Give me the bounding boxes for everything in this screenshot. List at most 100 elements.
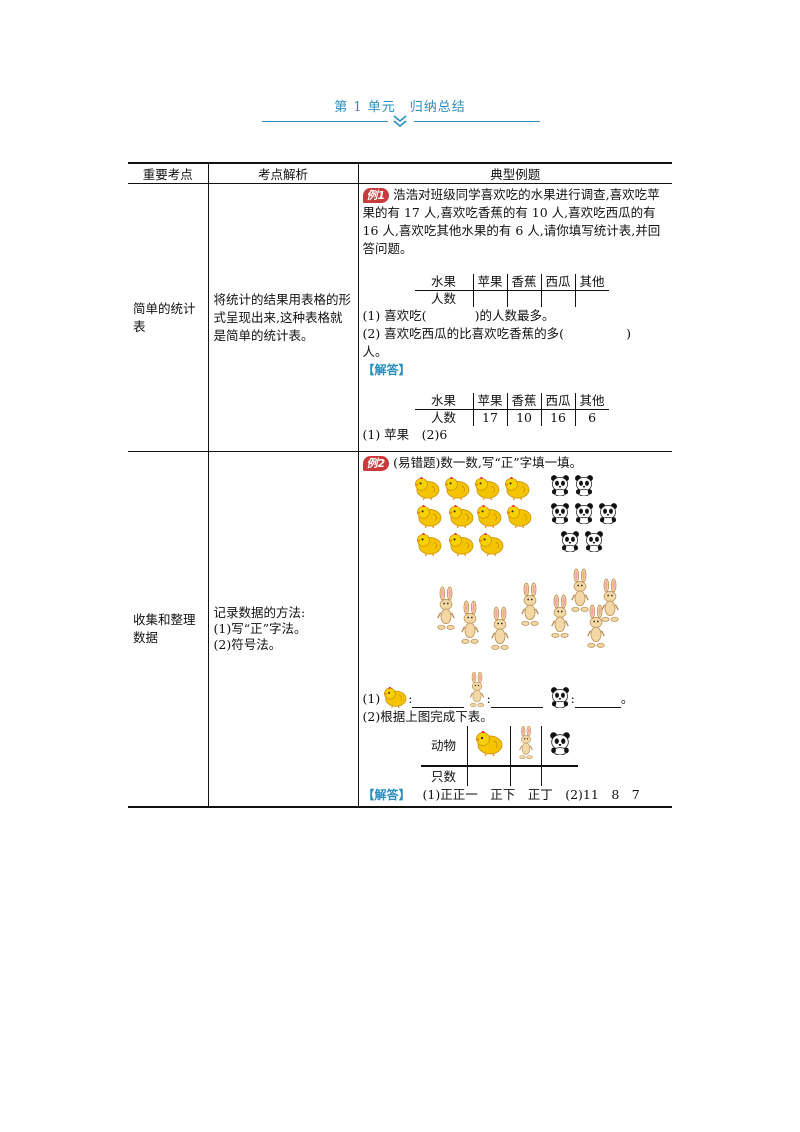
question-text: (易错题)数一数,写“正”字填一填。 (393, 455, 583, 470)
animal-cell (540, 726, 578, 767)
rabbit-icon (489, 606, 511, 652)
count-blank-cell[interactable] (540, 765, 578, 786)
rabbit-icon (549, 594, 571, 640)
stat-blank-cell[interactable] (472, 290, 508, 307)
animal-picture (363, 474, 669, 672)
answer-label: 【解答】 (362, 363, 411, 377)
example-badge: 例2 (362, 456, 390, 471)
point-text: 简单的统计表 (133, 300, 196, 334)
answer-header-cell: 水果 (414, 393, 474, 410)
col-header-point: 重要考点 (128, 162, 208, 184)
chick-icon (473, 476, 501, 500)
chick-icon (382, 686, 408, 708)
chick-icon (415, 504, 443, 528)
answer-cell: 17 (472, 409, 508, 426)
count-row-label: 只数 (420, 765, 468, 786)
chick-icon (415, 532, 443, 556)
stat-header-cell: 香蕉 (506, 274, 542, 291)
count-question: (1) : : :。 (363, 672, 669, 708)
panda-icon (549, 502, 571, 524)
animal-cell (466, 726, 511, 767)
analysis-item: (2)符号法。 (213, 637, 282, 652)
rabbit-icon (599, 578, 621, 624)
stat-blank-cell[interactable] (506, 290, 542, 307)
stat-blank-cell[interactable] (540, 290, 576, 307)
question-block: 例2(易错题)数一数,写“正”字填一填。 (362, 454, 669, 472)
chick-icon (503, 476, 531, 500)
rabbit-icon (519, 582, 541, 628)
analysis-item: (1)写“正”字法。 (213, 621, 307, 636)
point-cell: 收集和整理数据 (128, 451, 208, 808)
answer-cell: 人数 (414, 409, 474, 426)
col-header-analysis: 考点解析 (207, 162, 358, 184)
rabbit-icon (468, 672, 486, 708)
answer-line: 【解答】 (1)正正一 正下 正丁 (2)11 8 7 (363, 786, 669, 804)
answer-header-cell: 苹果 (472, 393, 508, 410)
panda-icon (573, 474, 595, 496)
stat-row-label: 人数 (414, 290, 474, 307)
answer-text: (1) 苹果 (2)6 (362, 427, 448, 442)
question-text: 浩浩对班级同学喜欢吃的水果进行调查,喜欢吃苹果的有 17 人,喜欢吃香蕉的有 1… (362, 187, 661, 256)
answer-header-cell: 香蕉 (506, 393, 542, 410)
col-header-example: 典型例题 (357, 162, 672, 184)
answer-text: (1)正正一 正下 正丁 (2)11 8 7 (422, 787, 640, 802)
chick-icon (474, 730, 504, 756)
analysis-cell: 将统计的结果用表格的形式呈现出来,这种表格就是简单的统计表。 (207, 183, 358, 452)
rabbit-count-blank[interactable] (490, 695, 543, 708)
analysis-text: 将统计的结果用表格的形式呈现出来,这种表格就是简单的统计表。 (213, 291, 352, 343)
answer-label: 【解答】 (362, 788, 411, 802)
chick-count-blank[interactable] (412, 695, 465, 708)
stat-table: 水果 苹果 香蕉 西瓜 其他 人数 (414, 274, 609, 307)
panda-icon (583, 530, 605, 552)
answer-header-cell: 西瓜 (540, 393, 576, 410)
rabbit-icon (459, 600, 481, 646)
point-text: 收集和整理数据 (133, 612, 196, 645)
answer-cell: 16 (540, 409, 576, 426)
stat-header-cell: 苹果 (472, 274, 508, 291)
double-chevron-icon (393, 115, 407, 128)
chick-icon (447, 504, 475, 528)
stat-blank-cell[interactable] (574, 290, 609, 307)
panda-icon (549, 686, 571, 708)
panda-icon (549, 474, 571, 496)
example-badge: 例1 (362, 188, 390, 203)
sub-question-2: (2) 喜欢吃西瓜的比喜欢吃香蕉的多() 人。 (362, 326, 631, 359)
animal-cell (509, 726, 542, 767)
title-rule-left (262, 121, 388, 122)
count-blank-cell[interactable] (466, 765, 511, 786)
rabbit-icon (435, 586, 457, 632)
example-cell: 例2(易错题)数一数,写“正”字填一填。 (357, 451, 672, 808)
chick-icon (447, 532, 475, 556)
panda-icon (559, 530, 581, 552)
table-question: (2)根据上图完成下表。 (362, 709, 493, 724)
stat-header-cell: 西瓜 (540, 274, 576, 291)
panda-icon (573, 502, 595, 524)
analysis-cell: 记录数据的方法: (1)写“正”字法。 (2)符号法。 (207, 451, 358, 808)
analysis-title: 记录数据的方法: (213, 605, 306, 620)
count-blank-cell[interactable] (509, 765, 542, 786)
answer-cell: 6 (574, 409, 609, 426)
animal-table: 动物 只数 (420, 726, 578, 786)
rabbit-icon (517, 726, 535, 760)
chick-icon (475, 504, 503, 528)
panda-count-blank[interactable] (574, 695, 621, 708)
page-title: 第 1 单元 归纳总结 (334, 100, 466, 115)
panda-icon (597, 502, 619, 524)
chick-icon (505, 504, 533, 528)
chick-icon (477, 532, 505, 556)
chick-icon (413, 476, 441, 500)
answer-cell: 10 (506, 409, 542, 426)
summary-table: 重要考点 考点解析 典型例题 简单的统计表 将统计的结果用表格的形式呈现出来,这… (128, 162, 672, 808)
answer-table: 水果 苹果 香蕉 西瓜 其他 人数 17 10 16 6 (414, 393, 609, 426)
sub-question-1: (1) 喜欢吃()的人数最多。 (362, 308, 555, 323)
animal-row-label: 动物 (420, 726, 468, 767)
title-rule-right (414, 121, 540, 122)
stat-header-cell: 水果 (414, 274, 474, 291)
stat-header-cell: 其他 (574, 274, 609, 291)
point-cell: 简单的统计表 (128, 183, 208, 452)
panda-icon (548, 731, 572, 755)
chick-icon (443, 476, 471, 500)
answer-header-cell: 其他 (574, 393, 609, 410)
